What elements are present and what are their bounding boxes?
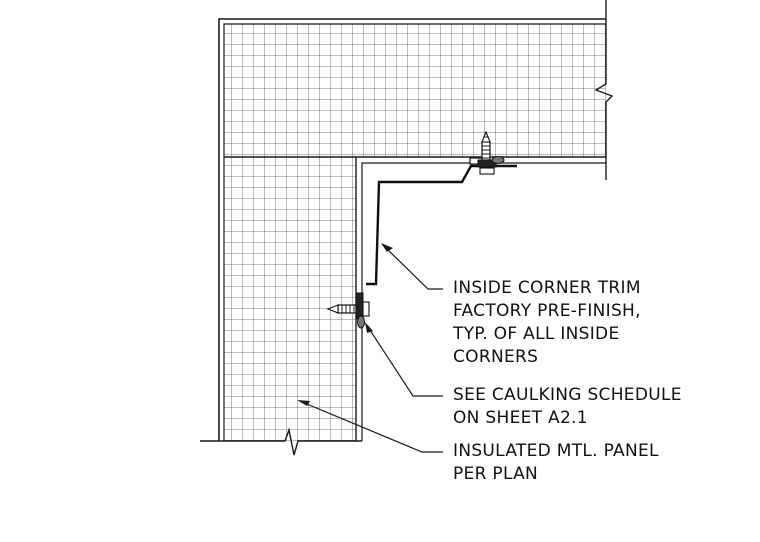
callout-line: ON SHEET A2.1 [453, 408, 588, 428]
screw-fastener-top [469, 130, 505, 175]
break-lines [200, 0, 614, 456]
leader-panel-arrow [297, 400, 310, 406]
callout-line: INSIDE CORNER TRIM [453, 278, 641, 298]
callout-line: INSULATED MTL. PANEL [453, 441, 659, 461]
callout-line: PER PLAN [453, 464, 539, 484]
callout-line: TYP. OF ALL INSIDE [453, 324, 620, 344]
panel-left-fill [224, 157, 356, 441]
inside-corner-trim [366, 164, 517, 286]
insulated-panel [218, 18, 606, 441]
panel-top-fill [224, 24, 606, 157]
panel-outer-skin [218, 18, 606, 441]
callout-line: CORNERS [453, 347, 539, 367]
leader-panel [301, 401, 443, 453]
break-line-bottom [200, 427, 362, 456]
break-line-top [594, 0, 614, 180]
callout-insulated-panel: INSULATED MTL. PANEL PER PLAN [453, 440, 659, 486]
panel-inner-skin-face [361, 162, 606, 441]
leader-trim-arrow [381, 243, 393, 252]
leader-caulk [367, 326, 443, 397]
callout-caulking-schedule: SEE CAULKING SCHEDULE ON SHEET A2.1 [453, 384, 682, 430]
callout-line: FACTORY PRE-FINISH, [453, 301, 641, 321]
leader-lines [297, 243, 443, 453]
screw-fastener-left [326, 292, 370, 329]
leader-trim [384, 246, 443, 290]
leader-caulk-arrow [365, 322, 373, 333]
callout-inside-corner-trim: INSIDE CORNER TRIM FACTORY PRE-FINISH, T… [453, 277, 641, 369]
panel-outer-skin-inner [223, 23, 606, 441]
callout-line: SEE CAULKING SCHEDULE [453, 385, 682, 405]
